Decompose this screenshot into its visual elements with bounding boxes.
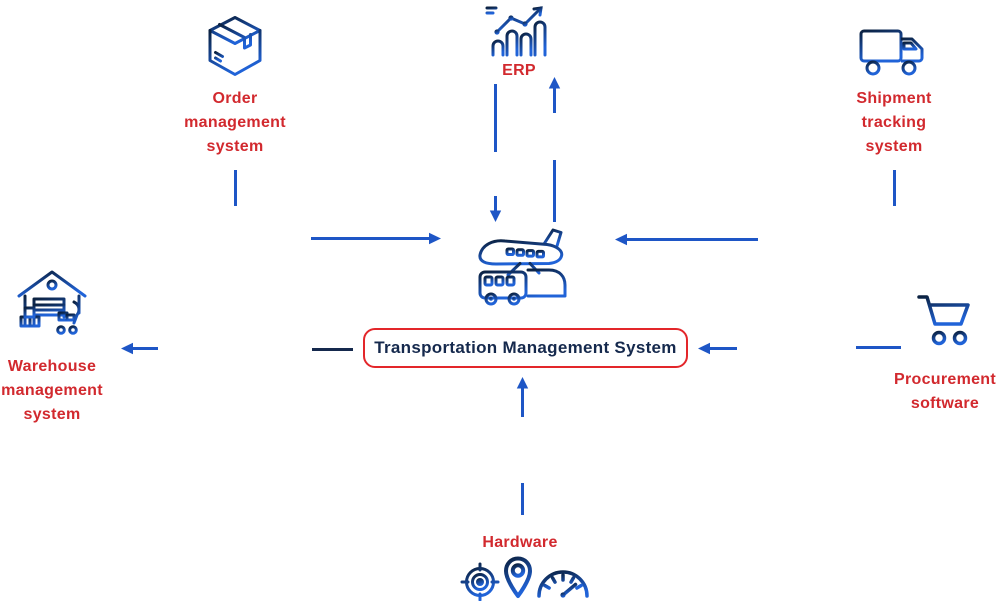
location-pin-icon — [504, 556, 532, 598]
gps-target-icon — [460, 562, 500, 601]
tms-box: Transportation Management System — [363, 328, 688, 368]
growth-chart-icon — [485, 6, 547, 57]
package-box-icon — [208, 16, 262, 76]
warehouse-management-label: Warehouse management system — [1, 358, 103, 423]
delivery-truck-icon — [859, 29, 924, 76]
hardware-label: Hardware — [482, 534, 558, 551]
arrowheads — [121, 77, 710, 389]
arrow-shipment-to-tms — [626, 170, 896, 241]
arrow-order-to-tms — [234, 170, 429, 240]
tms-box-label: Transportation Management System — [374, 338, 677, 357]
multimodal-transport-icon — [478, 228, 567, 306]
speedometer-icon — [536, 570, 590, 600]
erp-label: ERP — [502, 62, 536, 79]
arrow-procurement-to-tms — [710, 346, 901, 350]
warehouse-icon — [17, 270, 87, 335]
order-management-label: Order management system — [184, 90, 286, 155]
shopping-cart-icon — [917, 295, 970, 346]
procurement-software-label: Procurement software — [894, 371, 996, 412]
shipment-tracking-label: Shipment tracking system — [856, 90, 932, 155]
